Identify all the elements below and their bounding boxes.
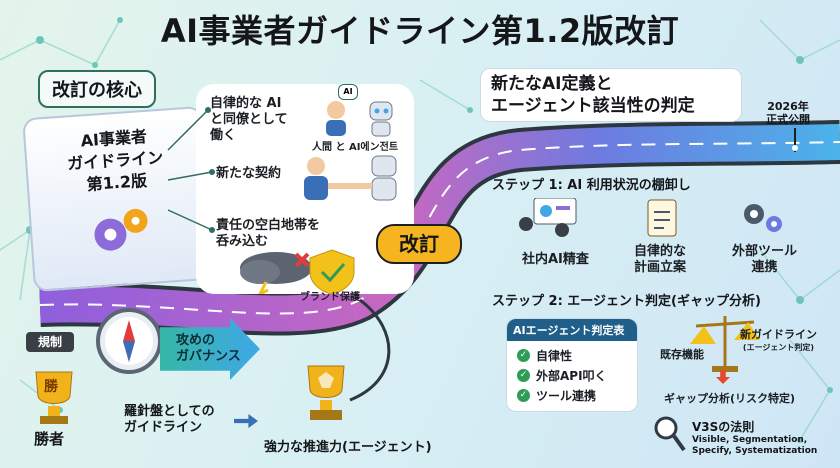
right-heading: 新たなAI定義と エージェント該当性の判定 (491, 74, 695, 116)
point-3-caption: ブランド保護 (300, 292, 360, 303)
check-row: ✓ 外部API叩く (517, 365, 627, 385)
gear-tools-icon (744, 204, 782, 232)
regulation-label: 規制 (26, 332, 74, 352)
new-guideline-sub: (エージェント判定) (742, 343, 815, 352)
v3s-title: V3Sの法則 (692, 420, 755, 434)
gap-analysis-label: ギャップ分析(リスク特定) (664, 392, 796, 405)
v3s-block: V3Sの法則 Visible, Segmentation, Specify, S… (692, 418, 817, 457)
check-row: ✓ 自律性 (517, 345, 627, 365)
analysis-team-icon (519, 198, 577, 237)
winner-label: 勝者 (34, 430, 65, 448)
magnifier-icon (654, 416, 686, 452)
check-label: 自律性 (536, 348, 573, 363)
step1-title: ステップ 1: AI 利用状況の棚卸し (492, 178, 691, 193)
new-guideline-block: 新ガイドライン (エージェント判定) (740, 326, 817, 353)
new-guideline-label: 新ガイドライン (740, 328, 817, 341)
balance-scale-icon (690, 316, 760, 372)
point-2-text: 新たな契約 (216, 166, 282, 181)
check-label: ツール連携 (536, 388, 597, 403)
check-label: 外部API叩く (536, 368, 607, 383)
judgment-table-title: AIエージェント判定表 (507, 319, 637, 341)
v3s-sub: Visible, Segmentation, Specify, Systemat… (692, 435, 818, 456)
step1-item-1: 社内AI精査 (522, 252, 589, 267)
storm-shield-icon (240, 249, 355, 294)
human-robot-icon: AI (310, 84, 410, 138)
check-icon: ✓ (517, 368, 530, 382)
judgment-table: AIエージェント判定表 ✓ 自律性 ✓ 外部API叩く ✓ ツール連携 (506, 318, 638, 412)
handshake-icon (304, 155, 397, 201)
check-row: ✓ ツール連携 (517, 385, 627, 405)
point-1-text: 自律的な AI と同僚として 働く (210, 96, 288, 143)
official-year: 2026年 (767, 100, 809, 113)
win-badge: 勝 (44, 379, 58, 395)
governance-label: 攻めの ガバナンス (176, 333, 241, 364)
propulsion-label: 強力な推進力(エージェント) (264, 440, 432, 455)
trophy-left-icon (35, 371, 73, 424)
page-title: AI事業者ガイドライン第1.2版改訂 (160, 12, 680, 50)
check-icon: ✓ (517, 388, 530, 402)
official-release: 2026年 正式公開 (766, 100, 810, 126)
point-3-text: 責任の空白地帯を 呑み込む (216, 218, 321, 249)
existing-label: 既存機能 (660, 348, 704, 361)
revision-badge: 改訂 (376, 224, 462, 264)
core-heading: 改訂の核心 (38, 70, 156, 108)
step1-item-2: 自律的な 計画立案 (634, 244, 687, 275)
ai-badge: AI (338, 84, 358, 100)
step1-item-3: 外部ツール 連携 (732, 244, 798, 275)
clipboard-plan-icon (647, 199, 677, 237)
release-marker (792, 128, 798, 152)
official-label: 正式公開 (766, 113, 810, 126)
step1-items: 社内AI精査 自律的な 計画立案 外部ツール 連携 (492, 194, 808, 284)
right-heading-box: 新たなAI定義と エージェント該当性の判定 (480, 68, 742, 122)
guideline-scroll: AI事業者 ガイドライン 第1.2版 (22, 105, 214, 293)
point-1: 自律的な AI と同僚として 働く (210, 96, 310, 144)
point-1-caption: 人間 と AI에ン전트 (312, 142, 399, 153)
step2-title: ステップ 2: エージェント判定(ギャップ分析) (492, 294, 761, 309)
compass-icon (96, 308, 162, 374)
trophy-center-icon (307, 365, 345, 420)
check-icon: ✓ (517, 348, 530, 362)
gears-icon (94, 208, 148, 251)
compass-guideline-label: 羅針盤としての ガイドライン (124, 404, 215, 435)
